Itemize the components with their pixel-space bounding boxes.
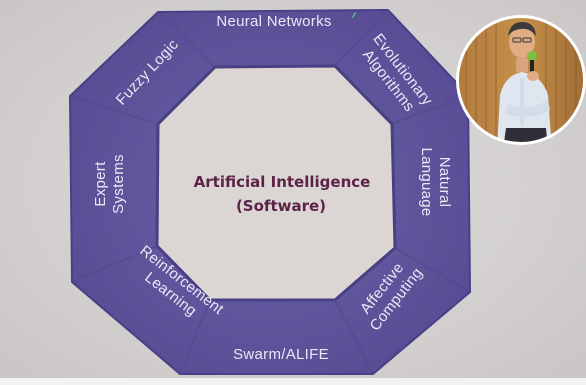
center-title-line1: Artificial Intelligence [194, 173, 371, 191]
center-title-line2: (Software) [236, 197, 326, 215]
label-swarm-alife: Swarm/ALIFE [233, 346, 329, 363]
svg-text:Expert: Expert [92, 161, 109, 207]
pointer-mark [352, 12, 356, 18]
label-neural-networks: Neural Networks [216, 13, 331, 30]
speaker-inset [456, 15, 586, 145]
svg-text:Language: Language [418, 147, 435, 216]
bottom-border [0, 378, 586, 385]
segment-dividers [69, 9, 471, 375]
svg-text:Systems: Systems [110, 154, 127, 214]
label-natural-language: Natural Language [418, 147, 453, 216]
svg-text:Natural: Natural [436, 157, 453, 207]
label-expert-systems: Expert Systems [92, 154, 127, 214]
